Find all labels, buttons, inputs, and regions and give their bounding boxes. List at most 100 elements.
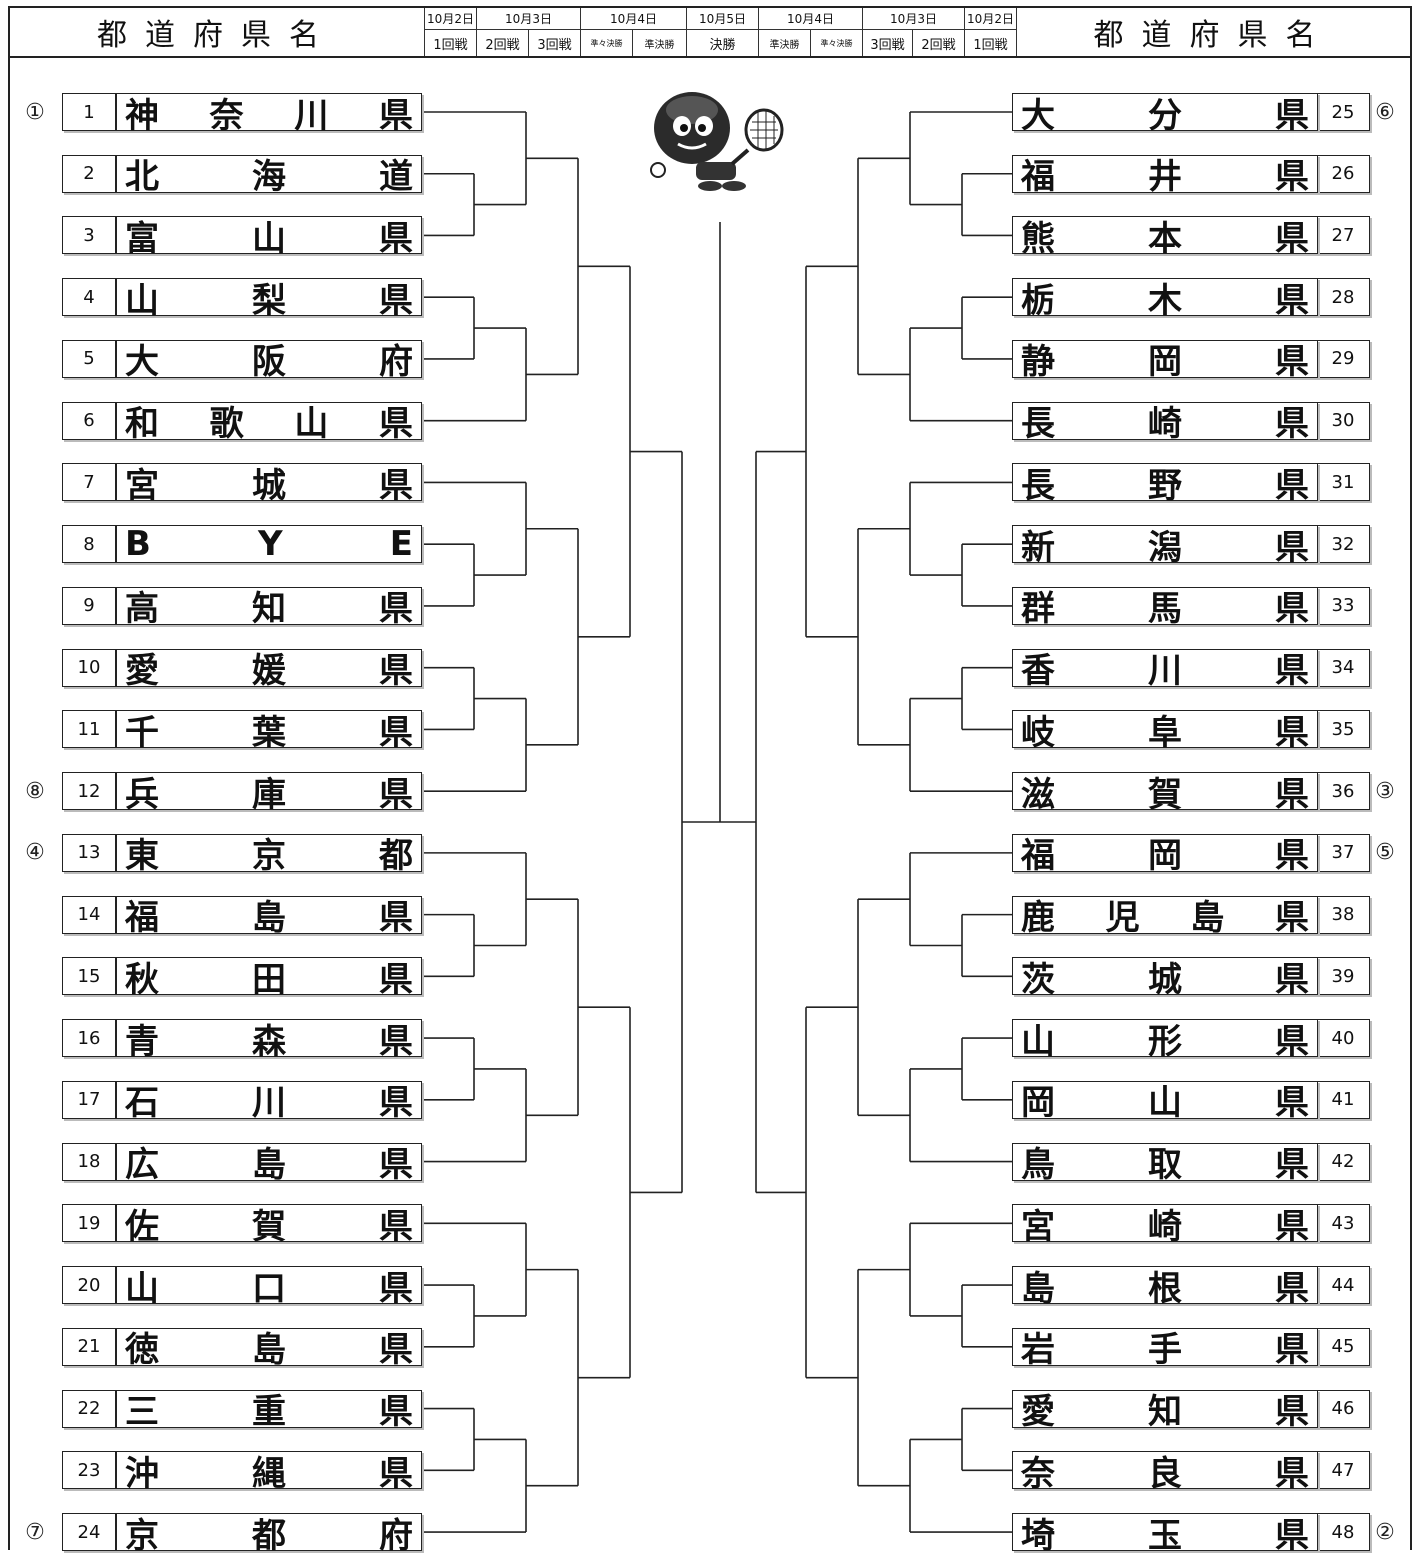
prefecture-name-char: 愛 bbox=[125, 643, 159, 692]
prefecture-name-char: 県 bbox=[1275, 643, 1309, 692]
prefecture-name-char: Y bbox=[258, 524, 283, 564]
prefecture-name-char: 県 bbox=[1275, 890, 1309, 939]
prefecture-name: 埼玉県 bbox=[1012, 1513, 1318, 1551]
seed-marker: ⑤ bbox=[1372, 840, 1398, 866]
prefecture-name: 愛媛県 bbox=[116, 649, 422, 687]
prefecture-name-char: 滋 bbox=[1021, 767, 1055, 816]
entry-number: 6 bbox=[62, 402, 116, 440]
prefecture-name-char: 県 bbox=[1275, 581, 1309, 630]
prefecture-name-char: 県 bbox=[1275, 1199, 1309, 1248]
prefecture-name-char: 北 bbox=[125, 149, 159, 198]
entry-number: 43 bbox=[1316, 1204, 1370, 1242]
entry-number: 37 bbox=[1316, 834, 1370, 872]
prefecture-name-char: 島 bbox=[252, 1322, 286, 1371]
prefecture-name-char: 県 bbox=[1275, 1446, 1309, 1495]
prefecture-name: 大阪府 bbox=[116, 340, 422, 378]
prefecture-name-char: 福 bbox=[125, 890, 159, 939]
prefecture-name-char: 分 bbox=[1148, 88, 1182, 137]
prefecture-name-char: 山 bbox=[125, 273, 159, 322]
prefecture-name: 滋賀県 bbox=[1012, 772, 1318, 810]
entry-number: 39 bbox=[1316, 957, 1370, 995]
prefecture-name-char: B bbox=[125, 524, 151, 564]
prefecture-name-char: 茨 bbox=[1021, 952, 1055, 1001]
prefecture-name-char: 島 bbox=[252, 890, 286, 939]
prefecture-name: 佐賀県 bbox=[116, 1204, 422, 1242]
prefecture-name-char: 県 bbox=[1275, 396, 1309, 445]
entry-number: 11 bbox=[62, 710, 116, 748]
seed-marker: ① bbox=[22, 99, 48, 125]
prefecture-name-char: 県 bbox=[1275, 520, 1309, 569]
entry-number: 30 bbox=[1316, 402, 1370, 440]
prefecture-name-char: 岡 bbox=[1021, 1075, 1055, 1124]
prefecture-name: 岡山県 bbox=[1012, 1081, 1318, 1119]
prefecture-name-char: 県 bbox=[1275, 458, 1309, 507]
prefecture-name: 熊本県 bbox=[1012, 216, 1318, 254]
entry-number: 44 bbox=[1316, 1266, 1370, 1304]
entry-number: 10 bbox=[62, 649, 116, 687]
prefecture-name-char: 川 bbox=[294, 88, 328, 137]
prefecture-name: 京都府 bbox=[116, 1513, 422, 1551]
prefecture-name-char: 県 bbox=[379, 1199, 413, 1248]
prefecture-name-char: 県 bbox=[1275, 1508, 1309, 1557]
prefecture-name-char: 岩 bbox=[1021, 1322, 1055, 1371]
entry-number: 32 bbox=[1316, 525, 1370, 563]
prefecture-name-char: 道 bbox=[379, 149, 413, 198]
prefecture-name-char: 県 bbox=[1275, 273, 1309, 322]
tennis-mascot-icon bbox=[640, 78, 790, 198]
prefecture-name-char: 崎 bbox=[1148, 396, 1182, 445]
prefecture-name-char: 城 bbox=[1148, 952, 1182, 1001]
prefecture-name-char: 玉 bbox=[1148, 1508, 1182, 1557]
entry-number: 17 bbox=[62, 1081, 116, 1119]
prefecture-name-char: 佐 bbox=[125, 1199, 159, 1248]
prefecture-name: 徳島県 bbox=[116, 1328, 422, 1366]
prefecture-name-char: 県 bbox=[379, 211, 413, 260]
prefecture-name-char: 愛 bbox=[1021, 1384, 1055, 1433]
prefecture-name-char: 児 bbox=[1106, 890, 1140, 939]
prefecture-name-char: 潟 bbox=[1148, 520, 1182, 569]
prefecture-name: 福井県 bbox=[1012, 155, 1318, 193]
prefecture-name-char: 静 bbox=[1021, 334, 1055, 383]
prefecture-name-char: 葉 bbox=[252, 705, 286, 754]
prefecture-name-char: 県 bbox=[379, 1137, 413, 1186]
prefecture-name: 茨城県 bbox=[1012, 957, 1318, 995]
prefecture-name: 鹿児島県 bbox=[1012, 896, 1318, 934]
prefecture-name-char: 徳 bbox=[125, 1322, 159, 1371]
prefecture-name-char: 県 bbox=[379, 396, 413, 445]
prefecture-name-char: 阜 bbox=[1148, 705, 1182, 754]
prefecture-name-char: 根 bbox=[1148, 1261, 1182, 1310]
prefecture-name: 沖縄県 bbox=[116, 1451, 422, 1489]
prefecture-name: 長野県 bbox=[1012, 463, 1318, 501]
prefecture-name: 新潟県 bbox=[1012, 525, 1318, 563]
prefecture-name-char: 城 bbox=[252, 458, 286, 507]
prefecture-name-char: 賀 bbox=[1148, 767, 1182, 816]
entry-number: 45 bbox=[1316, 1328, 1370, 1366]
prefecture-name-char: 縄 bbox=[252, 1446, 286, 1495]
entry-number: 24 bbox=[62, 1513, 116, 1551]
entry-number: 4 bbox=[62, 278, 116, 316]
entry-number: 29 bbox=[1316, 340, 1370, 378]
prefecture-name-char: 香 bbox=[1021, 643, 1055, 692]
prefecture-name-char: 形 bbox=[1148, 1014, 1182, 1063]
prefecture-name: 福岡県 bbox=[1012, 834, 1318, 872]
prefecture-name-char: 岐 bbox=[1021, 705, 1055, 754]
prefecture-name-char: 大 bbox=[1021, 88, 1055, 137]
prefecture-name-char: 長 bbox=[1021, 458, 1055, 507]
prefecture-name-char: 福 bbox=[1021, 828, 1055, 877]
prefecture-name: 宮城県 bbox=[116, 463, 422, 501]
prefecture-name: 岩手県 bbox=[1012, 1328, 1318, 1366]
seed-marker: ⑦ bbox=[22, 1519, 48, 1545]
prefecture-name-char: 群 bbox=[1021, 581, 1055, 630]
prefecture-name-char: 岡 bbox=[1148, 828, 1182, 877]
prefecture-name-char: 庫 bbox=[252, 767, 286, 816]
prefecture-name-char: 栃 bbox=[1021, 273, 1055, 322]
prefecture-name-char: 石 bbox=[125, 1075, 159, 1124]
entry-number: 31 bbox=[1316, 463, 1370, 501]
prefecture-name-char: 奈 bbox=[210, 88, 244, 137]
entry-number: 26 bbox=[1316, 155, 1370, 193]
prefecture-name-char: 取 bbox=[1148, 1137, 1182, 1186]
prefecture-name-char: 島 bbox=[1190, 890, 1224, 939]
prefecture-name-char: 県 bbox=[1275, 1322, 1309, 1371]
prefecture-name-char: 東 bbox=[125, 828, 159, 877]
prefecture-name-char: 阪 bbox=[252, 334, 286, 383]
prefecture-name-char: 口 bbox=[252, 1261, 286, 1310]
